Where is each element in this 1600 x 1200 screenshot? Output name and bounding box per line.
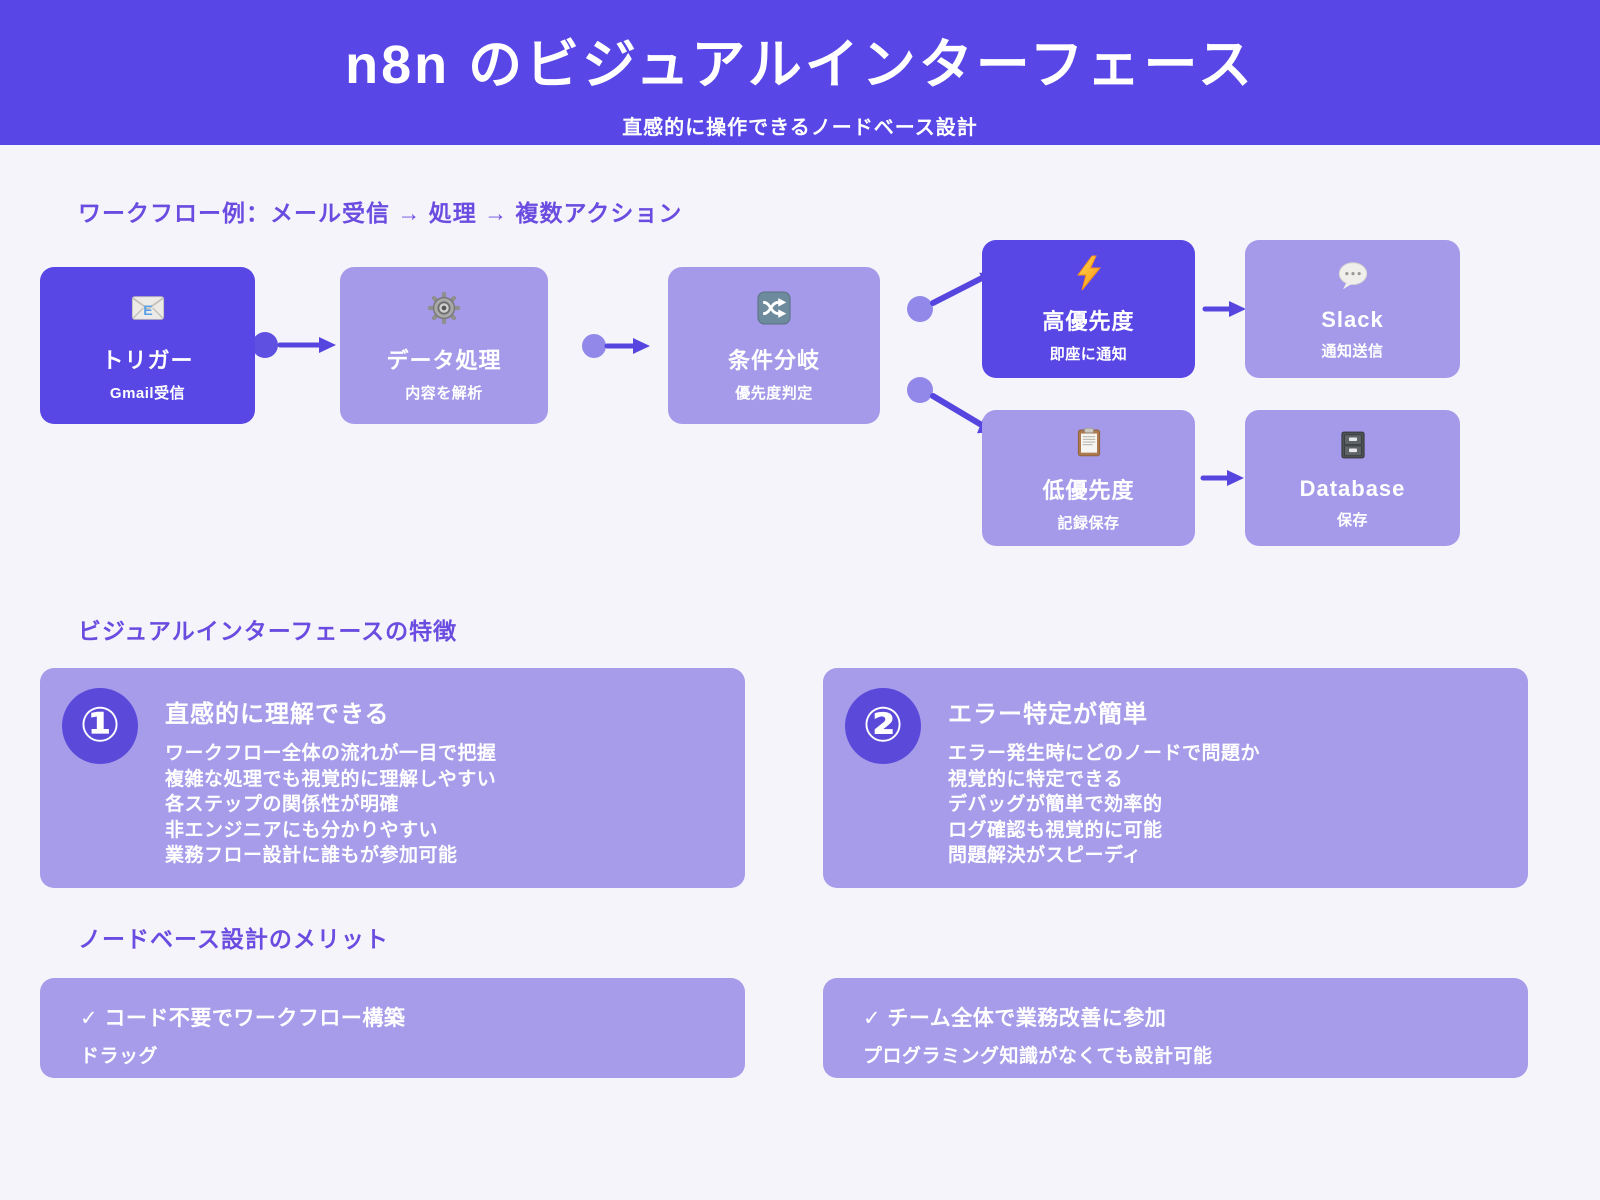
node-title: トリガー — [101, 347, 194, 373]
email-icon: E — [131, 289, 165, 327]
feature-card-1: ① 直感的に理解できる ワークフロー全体の流れが一目で把握 複雑な処理でも視覚的… — [40, 668, 745, 888]
gear-icon — [427, 289, 461, 327]
node-title: 高優先度 — [1042, 309, 1135, 334]
node-branch: 条件分岐 優先度判定 — [668, 267, 880, 424]
node-trigger: E トリガー Gmail受信 — [40, 267, 255, 424]
node-subtitle: Gmail受信 — [109, 384, 186, 402]
lightning-icon — [1071, 254, 1107, 292]
page-subtitle: 直感的に操作できるノードベース設計 — [622, 116, 978, 139]
connector-dot — [582, 334, 606, 358]
connector-dot — [252, 332, 278, 358]
node-process: データ処理 内容を解析 — [340, 267, 548, 424]
node-title: Database — [1299, 476, 1406, 501]
feature-line: 非エンジニアにも分かりやすい — [165, 819, 439, 841]
node-slack: Slack 通知送信 — [1245, 240, 1460, 378]
node-subtitle: 記録保存 — [1057, 515, 1120, 532]
node-high-priority: 高優先度 即座に通知 — [982, 240, 1195, 378]
node-subtitle: 優先度判定 — [735, 384, 813, 402]
connector-dot — [907, 377, 933, 403]
feature-title: エラー特定が簡単 — [948, 701, 1148, 728]
feature-line: エラー発生時にどのノードで問題か — [948, 743, 1261, 764]
feature-line: 視覚的に特定できる — [948, 768, 1124, 790]
shuffle-icon — [757, 289, 791, 327]
node-database: Database 保存 — [1245, 410, 1460, 546]
features-section-heading: ビジュアルインターフェースの特徴 — [78, 618, 458, 644]
feature-line: 問題解決がスピーディ — [948, 845, 1142, 866]
workflow-diagram: E トリガー Gmail受信 — [0, 230, 1600, 560]
file-cabinet-icon — [1337, 426, 1369, 464]
feature-line: ワークフロー全体の流れが一目で把握 — [165, 743, 497, 764]
svg-text:E: E — [143, 303, 152, 319]
node-title: データ処理 — [386, 347, 502, 373]
number-badge-2: ② — [845, 688, 921, 764]
merit-card-1: ✓ コード不要でワークフロー構築 ドラッグ — [40, 978, 745, 1078]
node-title: Slack — [1321, 307, 1384, 332]
feature-line: 業務フロー設計に誰もが参加可能 — [165, 845, 458, 866]
merit-line-1: ✓ コード不要でワークフロー構築 — [80, 1007, 406, 1030]
number-badge-1: ① — [62, 688, 138, 764]
speech-balloon-icon — [1336, 257, 1370, 295]
page-title: n8n のビジュアルインターフェース — [345, 34, 1255, 95]
feature-line: 各ステップの関係性が明確 — [165, 794, 400, 815]
node-subtitle: 通知送信 — [1321, 343, 1384, 360]
feature-title: 直感的に理解できる — [165, 701, 390, 728]
workflow-section-heading: ワークフロー例：メール受信 → 処理 → 複数アクション — [78, 200, 683, 226]
merit-line-2: ドラッグ — [80, 1046, 159, 1067]
connector-dot — [907, 296, 933, 322]
node-subtitle: 内容を解析 — [405, 384, 483, 402]
node-title: 低優先度 — [1042, 478, 1135, 503]
node-title: 条件分岐 — [727, 347, 820, 373]
node-subtitle: 即座に通知 — [1049, 346, 1128, 363]
feature-line: デバッグが簡単で効率的 — [948, 794, 1163, 815]
merit-line-1: ✓ チーム全体で業務改善に参加 — [863, 1007, 1167, 1030]
feature-line: ログ確認も視覚的に可能 — [948, 819, 1163, 841]
feature-line: 複雑な処理でも視覚的に理解しやすい — [165, 768, 497, 790]
feature-card-2: ② エラー特定が簡単 エラー発生時にどのノードで問題か 視覚的に特定できる デバ… — [823, 668, 1528, 888]
node-low-priority: 低優先度 記録保存 — [982, 410, 1195, 546]
merit-line-2: プログラミング知識がなくても設計可能 — [863, 1046, 1213, 1067]
merits-section-heading: ノードベース設計のメリット — [78, 926, 389, 952]
node-subtitle: 保存 — [1336, 512, 1368, 529]
merit-card-2: ✓ チーム全体で業務改善に参加 プログラミング知識がなくても設計可能 — [823, 978, 1528, 1078]
clipboard-icon — [1073, 423, 1105, 461]
header-banner: n8n のビジュアルインターフェース 直感的に操作できるノードベース設計 — [0, 0, 1600, 145]
